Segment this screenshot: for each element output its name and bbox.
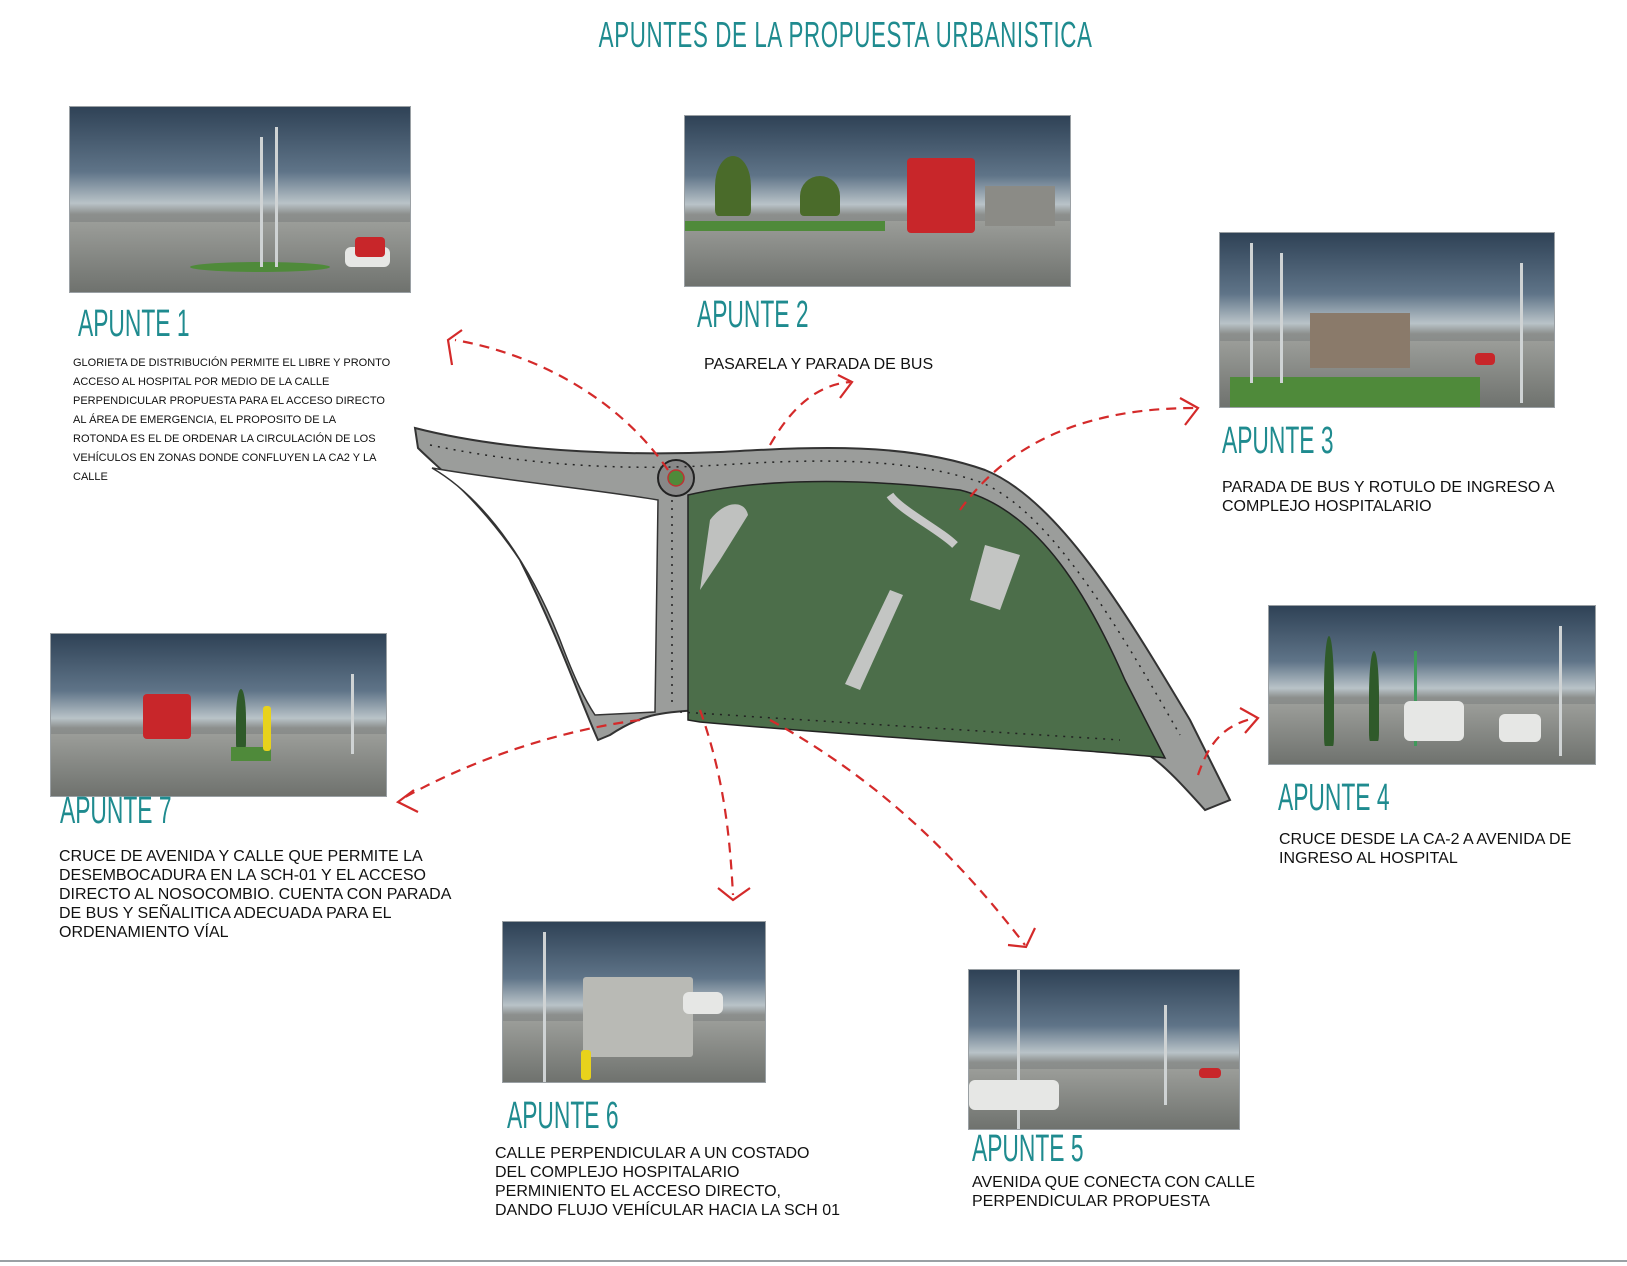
arrowhead-6	[717, 887, 751, 902]
arrowhead-7	[395, 789, 419, 813]
render-apunte-2	[684, 115, 1071, 287]
render-apunte-5	[968, 969, 1240, 1130]
bus	[907, 158, 975, 233]
tree	[236, 689, 246, 749]
arrow-apunte-4	[1196, 716, 1256, 776]
render-apunte-7	[50, 633, 387, 797]
arrowhead-3	[1179, 397, 1200, 426]
lamp-post	[1559, 626, 1562, 756]
arrow-apunte-1	[454, 338, 669, 471]
lamp-post	[351, 674, 354, 754]
lamp-post	[1520, 263, 1523, 403]
apunte-5-description: AVENIDA QUE CONECTA CON CALLE PERPENDICU…	[972, 1174, 1256, 1210]
arrow-apunte-6	[698, 709, 735, 896]
tree	[715, 156, 751, 216]
flag-pole	[275, 127, 278, 267]
ground	[51, 734, 386, 796]
apunte-6-heading: APUNTE 6	[507, 1095, 619, 1137]
bus	[1199, 1068, 1221, 1078]
bollard	[581, 1050, 591, 1080]
bottom-rule	[0, 1260, 1627, 1262]
traffic-signal	[1414, 651, 1417, 746]
flag-pole	[1250, 243, 1253, 383]
tree	[800, 176, 840, 216]
entrance-sign	[1310, 313, 1410, 368]
apunte-3-heading: APUNTE 3	[1222, 420, 1334, 462]
apunte-7-description: CRUCE DE AVENIDA Y CALLE QUE PERMITE LA …	[59, 848, 452, 941]
arrow-apunte-3	[959, 406, 1196, 511]
flag-pole	[1280, 253, 1283, 383]
apunte-6-description: CALLE PERPENDICULAR A UN COSTADO DEL COM…	[495, 1145, 840, 1219]
arrowhead-1	[446, 329, 463, 366]
grass-strip	[685, 221, 885, 231]
arrow-apunte-5	[769, 719, 1026, 946]
tree	[1369, 651, 1379, 741]
median-grass	[231, 747, 271, 761]
grass-lawn	[1230, 377, 1480, 407]
page-title: APUNTES DE LA PROPUESTA URBANISTICA	[598, 14, 1093, 55]
flag-pole	[260, 137, 263, 267]
render-apunte-4	[1268, 605, 1596, 765]
building-east	[970, 545, 1020, 610]
car	[683, 992, 723, 1014]
bollard	[263, 706, 271, 751]
arrowhead-4	[1239, 707, 1260, 734]
bus-shelter	[985, 186, 1055, 226]
lamp-post	[1164, 1005, 1167, 1105]
parking-loop	[886, 492, 958, 548]
building-south	[845, 590, 903, 690]
arrow-apunte-2	[769, 380, 851, 446]
apunte-1-heading: APUNTE 1	[78, 303, 190, 345]
bus	[1475, 353, 1495, 365]
lamp-post	[1017, 970, 1020, 1129]
arrow-apunte-7	[399, 718, 641, 801]
van	[1404, 701, 1464, 741]
building-west	[700, 504, 748, 590]
plan-void-area	[431, 467, 659, 716]
tree	[1324, 636, 1334, 746]
apunte-1-description: GLORIETA DE DISTRIBUCIÓN PERMITE EL LIBR…	[73, 357, 391, 483]
apunte-2-description: PASARELA Y PARADA DE BUS	[704, 356, 934, 373]
car	[1499, 714, 1541, 742]
car	[969, 1080, 1059, 1110]
ambulance	[583, 977, 693, 1057]
apunte-2-heading: APUNTE 2	[697, 294, 809, 336]
apunte-4-heading: APUNTE 4	[1278, 777, 1390, 819]
apunte-7-heading: APUNTE 7	[60, 790, 172, 832]
arrowhead-5	[1007, 927, 1036, 949]
grass-strip	[190, 262, 330, 272]
lamp-post	[543, 932, 546, 1082]
apunte-4-description: CRUCE DESDE LA CA-2 A AVENIDA DE INGRESO…	[1279, 831, 1572, 867]
road-centerline-south	[679, 711, 1121, 741]
render-apunte-1	[69, 106, 411, 293]
arrowhead-2	[837, 374, 854, 399]
vehicle-red	[355, 237, 385, 257]
bus	[143, 694, 191, 739]
apunte-3-description: PARADA DE BUS Y ROTULO DE INGRESO A COMP…	[1222, 479, 1555, 515]
ground	[685, 221, 1070, 286]
hospital-site	[687, 480, 1167, 759]
roundabout-center	[667, 469, 685, 487]
render-apunte-3	[1219, 232, 1555, 408]
apunte-5-heading: APUNTE 5	[972, 1128, 1084, 1170]
render-apunte-6	[502, 921, 766, 1083]
